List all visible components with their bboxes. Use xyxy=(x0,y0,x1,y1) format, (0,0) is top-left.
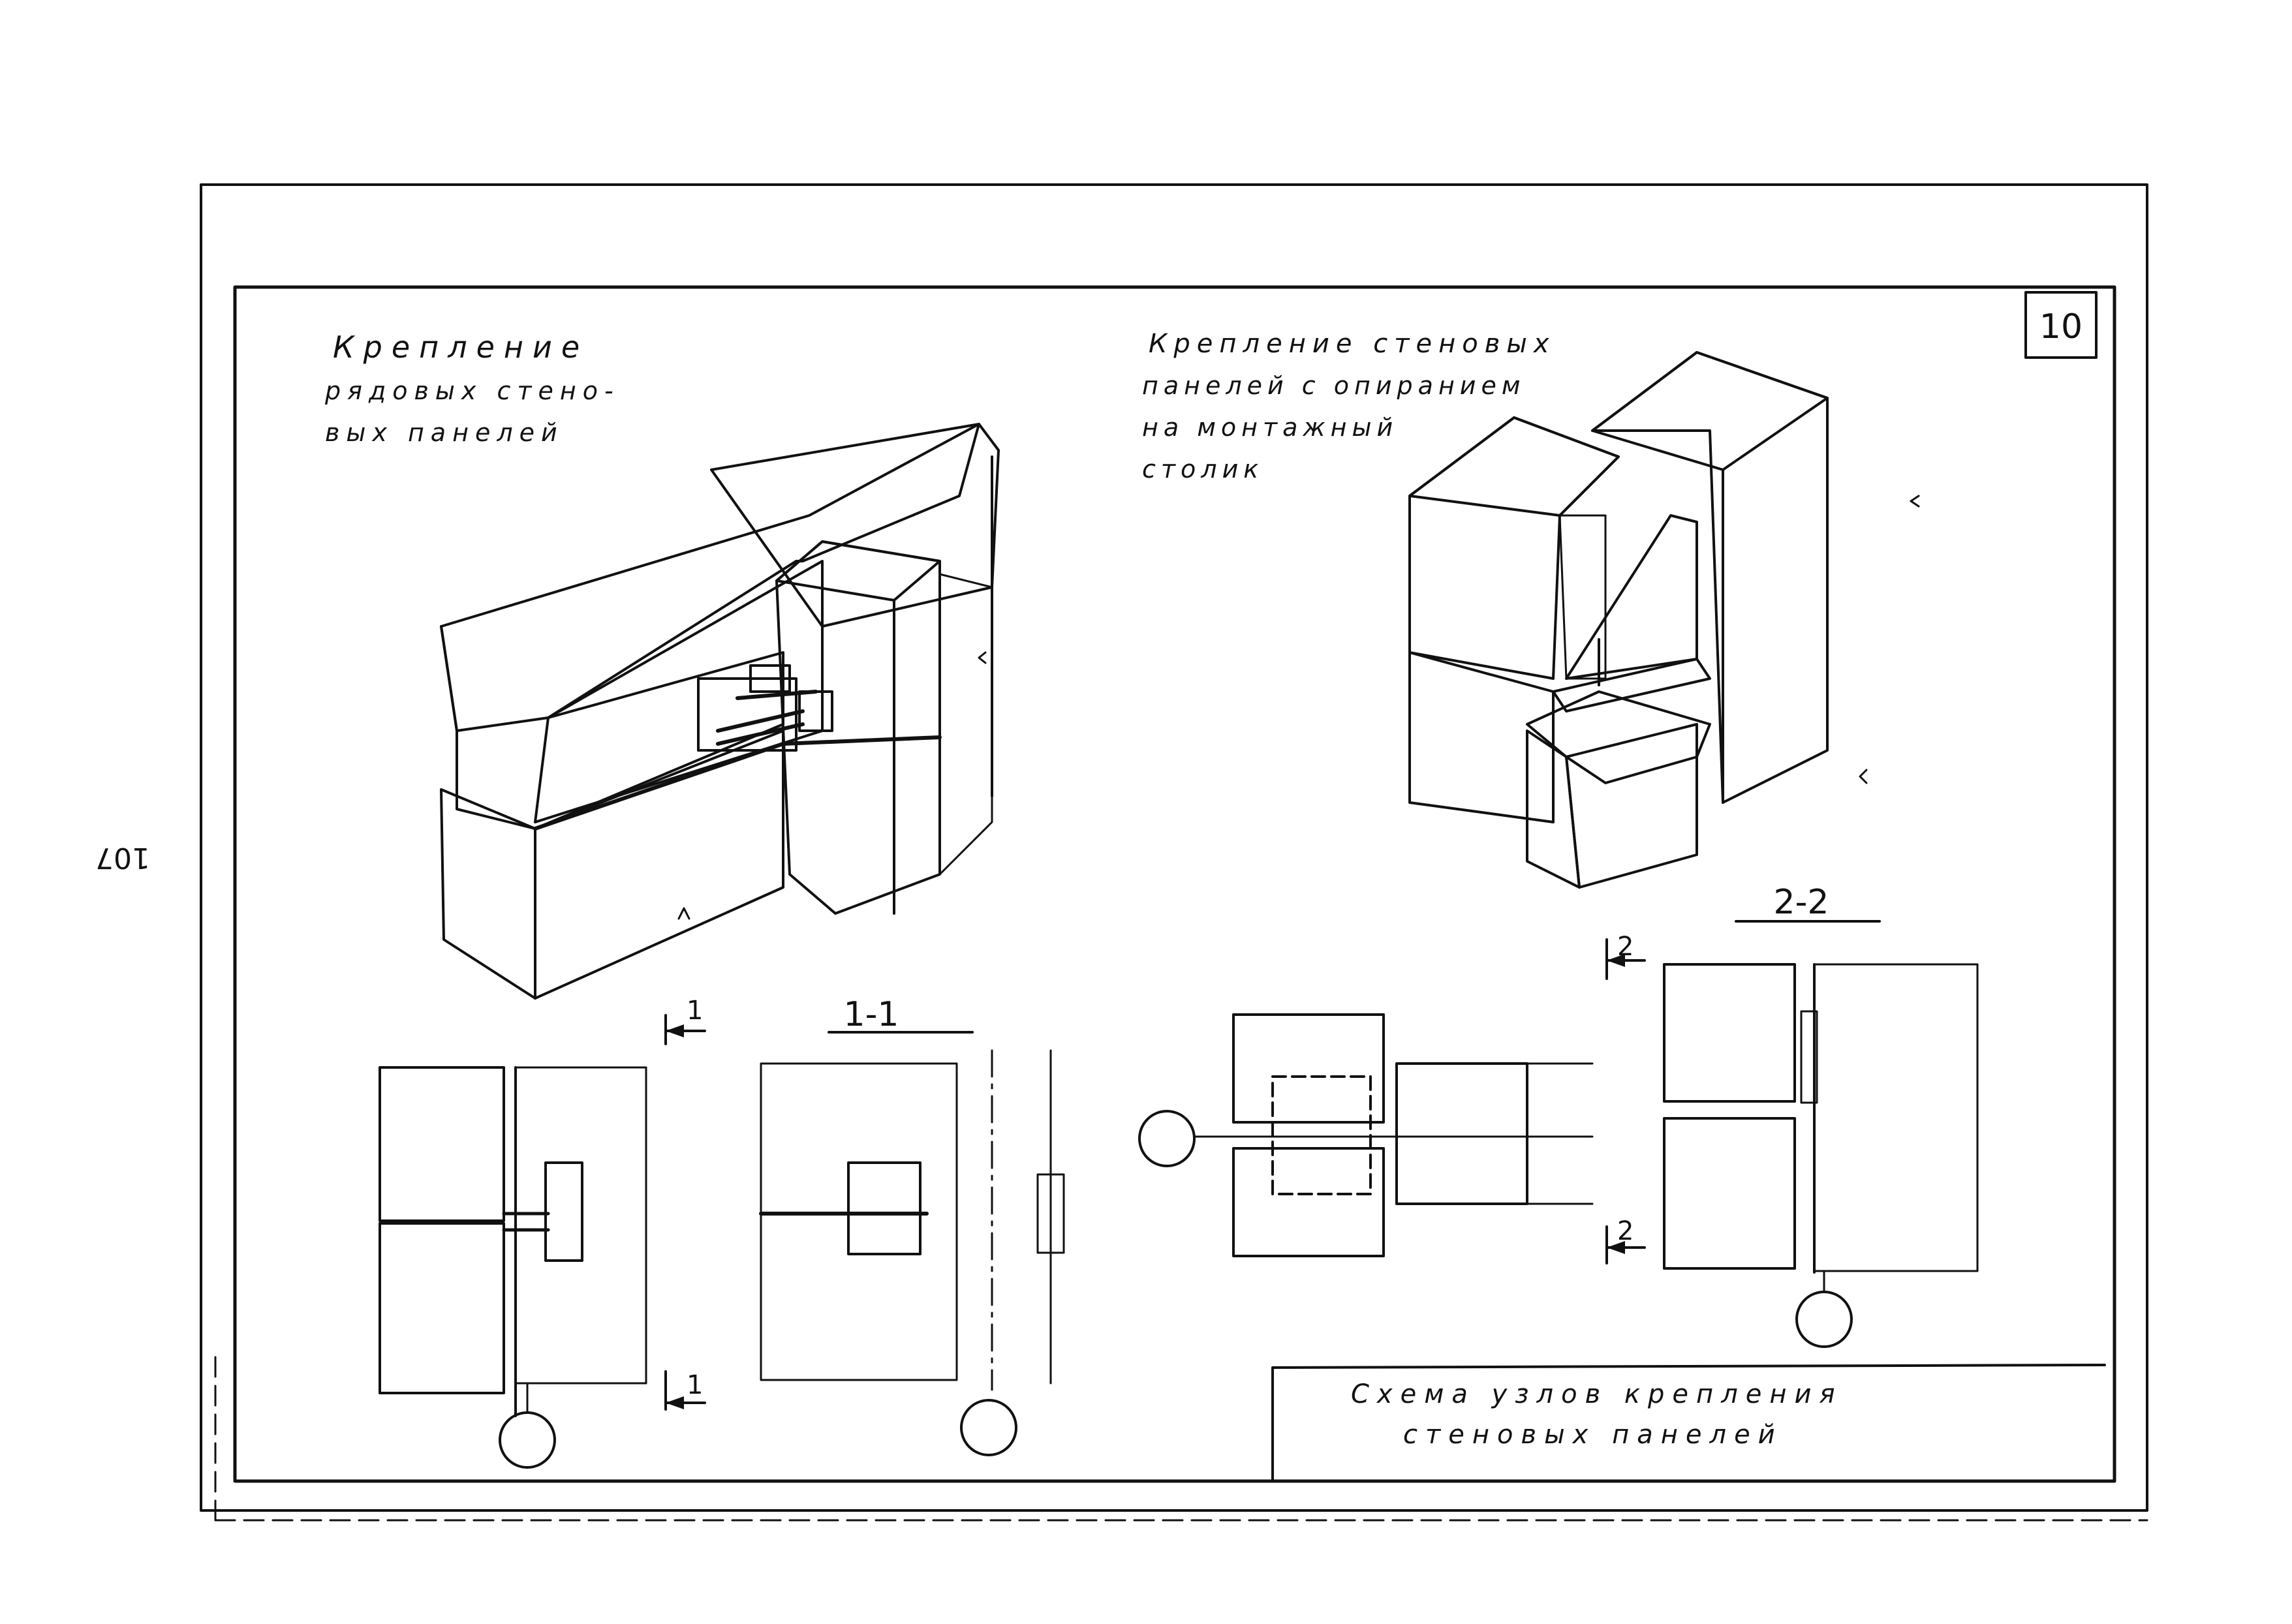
section-2-2: 2-2 2 2 xyxy=(1605,883,1979,1348)
svg-text:2-2: 2-2 xyxy=(1774,883,1829,922)
svg-text:рядовых стено-: рядовых стено- xyxy=(324,376,620,405)
left-view-title: Крепление рядовых стено- вых панелей xyxy=(324,329,620,447)
svg-text:1-1: 1-1 xyxy=(844,995,899,1034)
svg-text:панелей с опиранием: панелей с опиранием xyxy=(1142,371,1526,400)
center-plan-detail xyxy=(1138,1013,1594,1257)
svg-text:2: 2 xyxy=(1617,932,1634,962)
svg-text:вых панелей: вых панелей xyxy=(325,418,564,447)
sheet-number-box: 10 xyxy=(2024,291,2098,359)
left-isometric-view xyxy=(440,423,1000,1000)
svg-text:2: 2 xyxy=(1617,1216,1634,1246)
page-number: 107 xyxy=(95,841,150,874)
section-marker-1: 1 1 xyxy=(664,996,706,1411)
caption-line-1: Схема узлов крепления xyxy=(1351,1379,1843,1409)
right-isometric-view xyxy=(1408,351,1920,889)
sheet-frame xyxy=(200,183,2148,1522)
right-view-title: Крепление стеновых панелей с опиранием н… xyxy=(1142,329,1556,483)
svg-text:1: 1 xyxy=(687,1370,703,1400)
sheet-number: 10 xyxy=(2039,307,2083,346)
section-marker-2: 2 2 xyxy=(1605,932,1646,1264)
caption-line-2: стеновых панелей xyxy=(1403,1420,1783,1450)
svg-text:Крепление: Крепление xyxy=(333,329,589,365)
svg-text:107: 107 xyxy=(95,841,150,874)
left-plan-detail xyxy=(379,1066,647,1469)
svg-text:на монтажный: на монтажный xyxy=(1142,413,1398,442)
svg-text:столик: столик xyxy=(1142,455,1263,483)
svg-text:Крепление стеновых: Крепление стеновых xyxy=(1149,329,1556,359)
caption-block: Схема узлов крепления стеновых панелей xyxy=(1271,1364,2106,1482)
svg-text:1: 1 xyxy=(687,996,703,1026)
section-1-1: 1-1 xyxy=(759,995,1065,1456)
